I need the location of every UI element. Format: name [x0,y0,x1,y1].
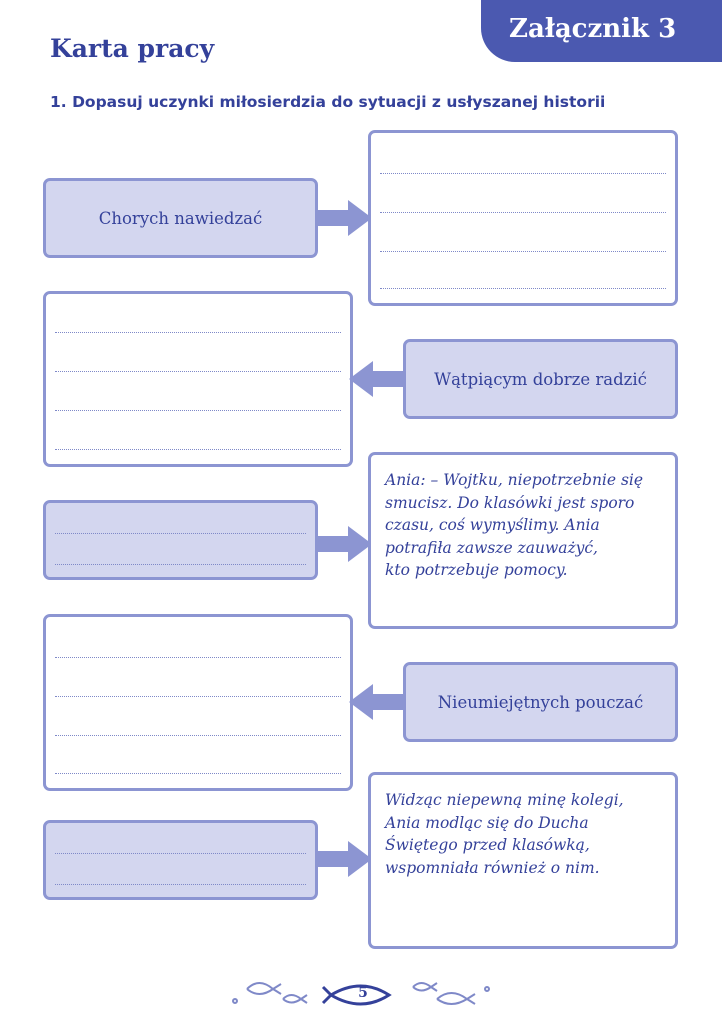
task-instruction: 1. Dopasuj uczynki miłosierdzia do sytua… [50,93,606,111]
story-text: Ania: – Wojtku, niepotrzebnie się smucis… [385,471,644,579]
answer-line[interactable] [55,564,306,565]
fish-icon [246,982,282,995]
answer-line[interactable] [55,410,341,411]
arrow-right-icon [316,200,372,236]
work-of-mercy-label: Wątpiącym dobrze radzić [434,369,647,389]
work-of-mercy-box-2: Wątpiącym dobrze radzić [403,339,678,419]
footer-fish-decoration [232,982,490,1006]
answer-line[interactable] [55,773,341,774]
answer-line[interactable] [55,449,341,450]
fish-icon [412,982,438,992]
page-number: 5 [358,985,368,1001]
answer-line[interactable] [55,853,306,854]
answer-line[interactable] [55,657,341,658]
appendix-tab: Załącznik 3 [481,0,722,62]
answer-line[interactable] [55,371,341,372]
answer-line[interactable] [55,332,341,333]
page-fish-icon [321,984,392,1006]
answer-line[interactable] [55,735,341,736]
work-of-mercy-label: Nieumiejętnych pouczać [437,692,644,712]
arrow-right-icon [316,526,372,562]
work-of-mercy-answer-box-3[interactable] [43,500,318,580]
arrow-right-icon [316,841,372,877]
story-box-1: Ania: – Wojtku, niepotrzebnie się smucis… [368,452,678,629]
answer-line[interactable] [380,212,666,213]
work-of-mercy-box-1: Chorych nawiedzać [43,178,318,258]
work-of-mercy-box-4: Nieumiejętnych pouczać [403,662,678,742]
arrow-left-icon [349,361,405,397]
answer-line[interactable] [380,288,666,289]
fish-icon [436,992,476,1005]
answer-line[interactable] [55,533,306,534]
answer-line[interactable] [380,173,666,174]
answer-box-2[interactable] [43,291,353,467]
work-of-mercy-label: Chorych nawiedzać [98,208,263,228]
answer-line[interactable] [380,251,666,252]
work-of-mercy-answer-box-5[interactable] [43,820,318,900]
answer-box-4[interactable] [43,614,353,791]
story-box-2: Widząc niepewną minę kolegi, Ania modląc… [368,772,678,949]
arrow-left-icon [349,684,405,720]
answer-line[interactable] [55,884,306,885]
page-title: Karta pracy [50,34,215,63]
appendix-label: Załącznik 3 [509,14,677,44]
answer-line[interactable] [55,696,341,697]
fish-icon [282,994,308,1004]
answer-box-1[interactable] [368,130,678,306]
story-text: Widząc niepewną minę kolegi, Ania modląc… [385,791,624,877]
